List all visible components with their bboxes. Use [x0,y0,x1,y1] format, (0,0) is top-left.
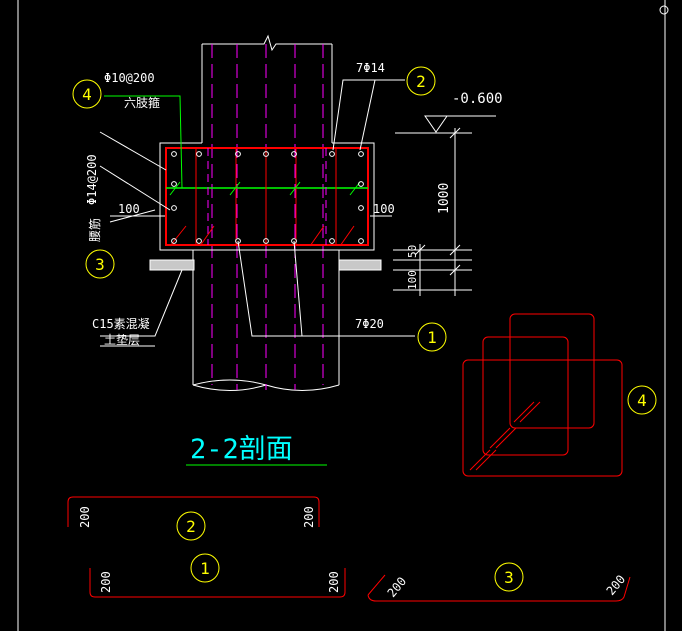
callout-3-label: 腰筋 [87,218,102,242]
cover-right-dim: 100 [373,202,395,216]
svg-text:2: 2 [186,517,196,536]
pile-column [192,34,340,391]
callout-1-marker: 1 [417,322,447,352]
callout-4-marker: 4 [72,79,102,109]
concrete-label-line2: 土垫层 [104,332,140,347]
callout-3-marker: 3 [85,249,115,279]
callout-3-sublabel: Φ14@200 [85,154,99,205]
svg-text:200: 200 [302,506,316,528]
svg-text:1: 1 [200,559,210,578]
callout-2-marker: 2 [406,66,436,96]
cap-height-dim: 1000 [437,183,452,214]
svg-text:200: 200 [327,571,341,593]
elevation-dimension [393,115,496,296]
concrete-label-line1: C15素混凝 [92,316,150,331]
elevation-value: -0.600 [452,91,503,107]
callout-2-label: 7Φ14 [356,61,385,75]
section-title: 2-2剖面 [190,434,293,465]
callout-4-number: 4 [82,85,92,104]
svg-text:200: 200 [78,506,92,528]
callout-3-number: 3 [95,255,105,274]
frame-corner-mark [659,5,669,15]
callout-4-sublabel: 六肢箍 [124,95,160,110]
pad-100-dim: 100 [406,270,419,290]
svg-text:3: 3 [504,568,514,587]
pad-50-dim: 50 [406,245,419,258]
rebar-shape-2: 200 200 2 [67,496,320,541]
stirrup-callout-number: 4 [637,391,647,410]
pile-cap [159,142,375,251]
callout-4-label: Φ10@200 [104,71,155,85]
leader-lines [99,79,415,347]
callout-2-number: 2 [416,72,426,91]
svg-text:200: 200 [385,574,410,600]
svg-text:200: 200 [99,571,113,593]
callout-1-number: 1 [427,328,437,347]
callout-1-label: 7Φ20 [355,317,384,331]
stirrup-callout-marker: 4 [627,385,657,415]
concrete-pad [149,259,382,271]
cover-left-dim: 100 [118,202,140,216]
stirrup-detail-4 [462,313,623,477]
rebar-shape-3: 200 200 3 [367,562,631,602]
rebar-shape-1: 200 200 1 [89,553,346,598]
